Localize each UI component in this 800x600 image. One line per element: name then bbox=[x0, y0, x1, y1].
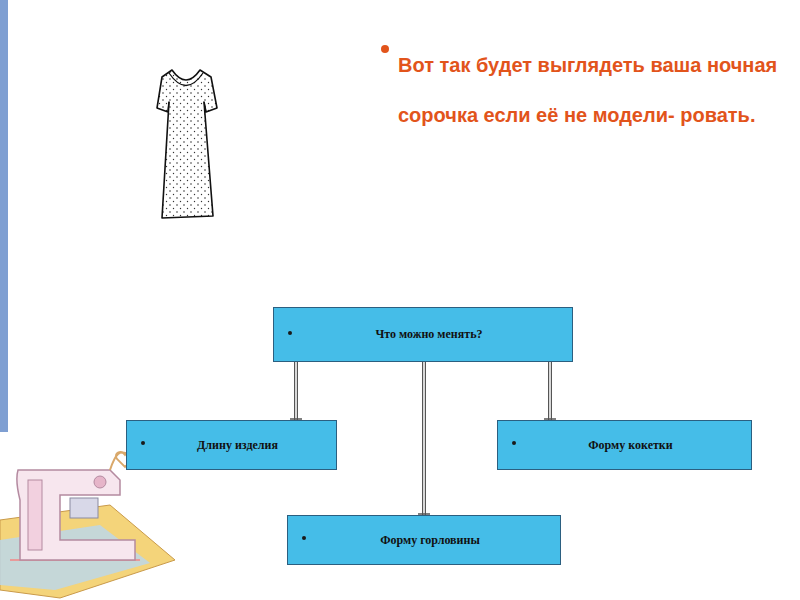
box-label: Что можно менять? bbox=[375, 327, 482, 342]
connector-line bbox=[290, 362, 302, 420]
bullet-dot bbox=[288, 331, 292, 335]
process-box: Форму горловины bbox=[287, 515, 561, 565]
connector-line bbox=[544, 362, 556, 420]
bullet-dot bbox=[512, 441, 516, 445]
connector-line bbox=[418, 362, 430, 515]
process-box: Что можно менять? bbox=[273, 307, 573, 362]
box-label: Форму горловины bbox=[380, 533, 480, 548]
bullet-dot bbox=[302, 536, 306, 540]
side-bar bbox=[0, 0, 8, 432]
bullet-dot bbox=[381, 45, 389, 53]
process-box: Длину изделия bbox=[126, 420, 337, 470]
slide-title: Вот так будет выглядеть ваша ночная соро… bbox=[398, 40, 783, 140]
bullet-dot bbox=[141, 441, 145, 445]
nightgown-drawing bbox=[157, 70, 217, 218]
process-box: Форму кокетки bbox=[497, 420, 752, 470]
box-label: Длину изделия bbox=[197, 438, 278, 453]
box-label: Форму кокетки bbox=[588, 438, 672, 453]
